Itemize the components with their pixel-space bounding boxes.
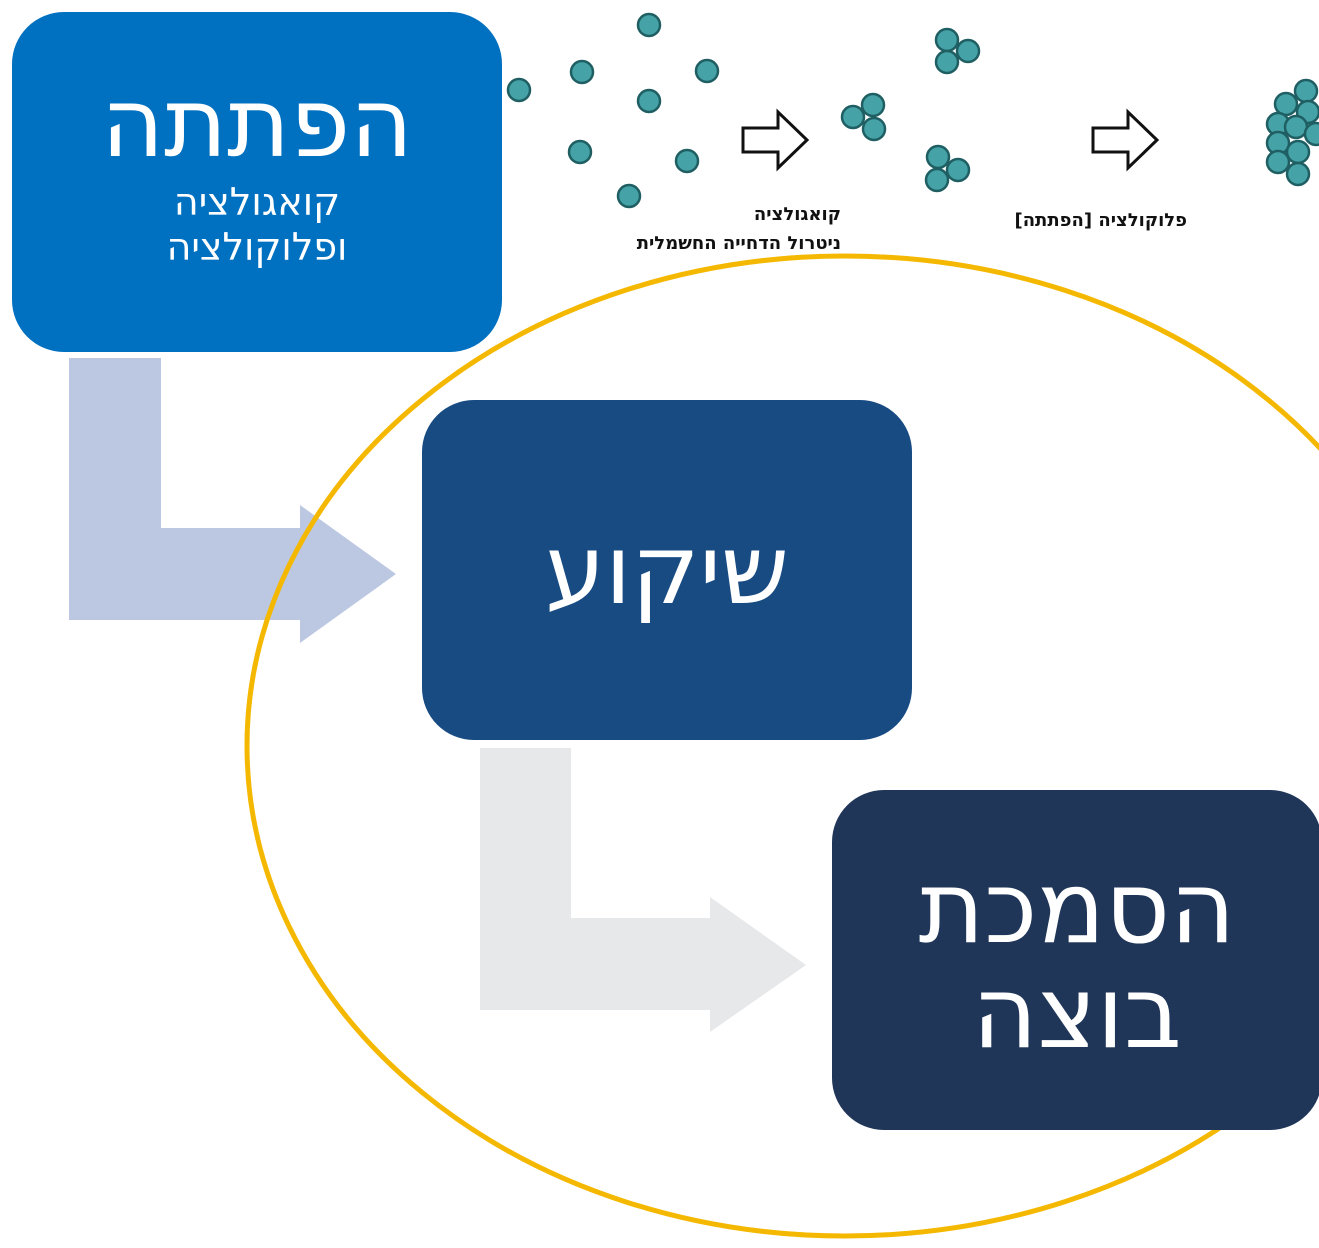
flocculation-arrow-icon xyxy=(1091,108,1160,172)
step1-subtitle-line2: ופלוקולציה xyxy=(166,225,348,270)
step2-title: שיקוע xyxy=(545,513,789,626)
coagulated-clusters xyxy=(840,27,981,193)
step3-title-line1: הסמכת xyxy=(918,849,1236,966)
flocculation-label: פלוקולציה [הפתתה] xyxy=(1014,210,1187,231)
coagulation-arrow-icon xyxy=(741,108,810,172)
bent-arrow-1 xyxy=(69,358,396,643)
step3-title-line2: בוצה xyxy=(972,954,1182,1071)
step1-subtitle-line1: קואגולציה xyxy=(173,179,341,224)
bent-arrow-2 xyxy=(480,748,806,1032)
flocculated-cluster xyxy=(1265,78,1319,187)
highlight-ellipse xyxy=(244,253,1319,1239)
step-sedimentation-box: שיקוע xyxy=(422,400,912,740)
coagulation-label: קואגולציה xyxy=(753,204,841,225)
step1-title: הפתתה xyxy=(101,67,413,179)
charge-neutralization-text: ניטרול הדחייה החשמלית xyxy=(636,233,841,254)
dispersed-particles xyxy=(506,12,720,209)
step-flocculation-box: הפתתה קואגולציה ופלוקולציה xyxy=(12,12,502,352)
step-sludge-thickening-box: הסמכת בוצה xyxy=(832,790,1319,1130)
